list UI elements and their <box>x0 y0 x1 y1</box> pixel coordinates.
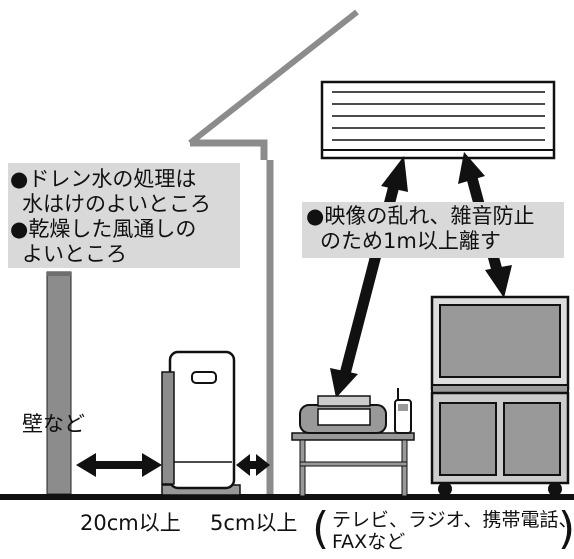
house-wall <box>190 139 274 496</box>
side-table <box>291 432 415 497</box>
arrow-20cm <box>76 453 162 477</box>
devices-note-line-1: テレビ、ラジオ、携帯電話、 <box>332 509 574 531</box>
note-right-line-1: ●映像の乱れ、雑音防止 <box>306 204 535 228</box>
house-outline <box>188 9 359 146</box>
devices-note: テレビ、ラジオ、携帯電話、 FAXなど <box>332 509 574 553</box>
tv-cabinet <box>430 391 570 496</box>
note-left-line-4: よいところ <box>22 242 127 266</box>
distance-label-5cm: 5cm以上 <box>210 511 298 535</box>
devices-open-paren: ( <box>312 503 330 554</box>
distance-label-20cm: 20cm以上 <box>80 511 181 535</box>
wall-label: 壁など <box>22 412 85 436</box>
note-left: ●ドレン水の処理は 水はけのよいところ ●乾燥した風通しの よいところ <box>8 163 240 268</box>
arrow-to-radio <box>330 156 408 398</box>
note-left-line-3: ●乾燥した風通しの <box>10 217 197 241</box>
note-left-line-2: 水はけのよいところ <box>22 192 211 216</box>
ground-line <box>0 494 574 500</box>
note-left-line-1: ●ドレン水の処理は <box>10 167 197 191</box>
indoor-unit <box>320 80 556 160</box>
cordless-phone <box>394 388 412 434</box>
radio <box>299 395 387 434</box>
devices-close-paren: ) <box>558 503 574 554</box>
outdoor-unit <box>161 350 241 496</box>
note-right-line-2: のため1m以上離す <box>320 229 501 253</box>
note-right: ●映像の乱れ、雑音防止 のため1m以上離す <box>302 202 564 258</box>
television <box>430 295 570 394</box>
wall-column <box>46 271 72 495</box>
devices-note-line-2: FAXなど <box>332 531 406 553</box>
arrow-5cm <box>236 454 270 476</box>
